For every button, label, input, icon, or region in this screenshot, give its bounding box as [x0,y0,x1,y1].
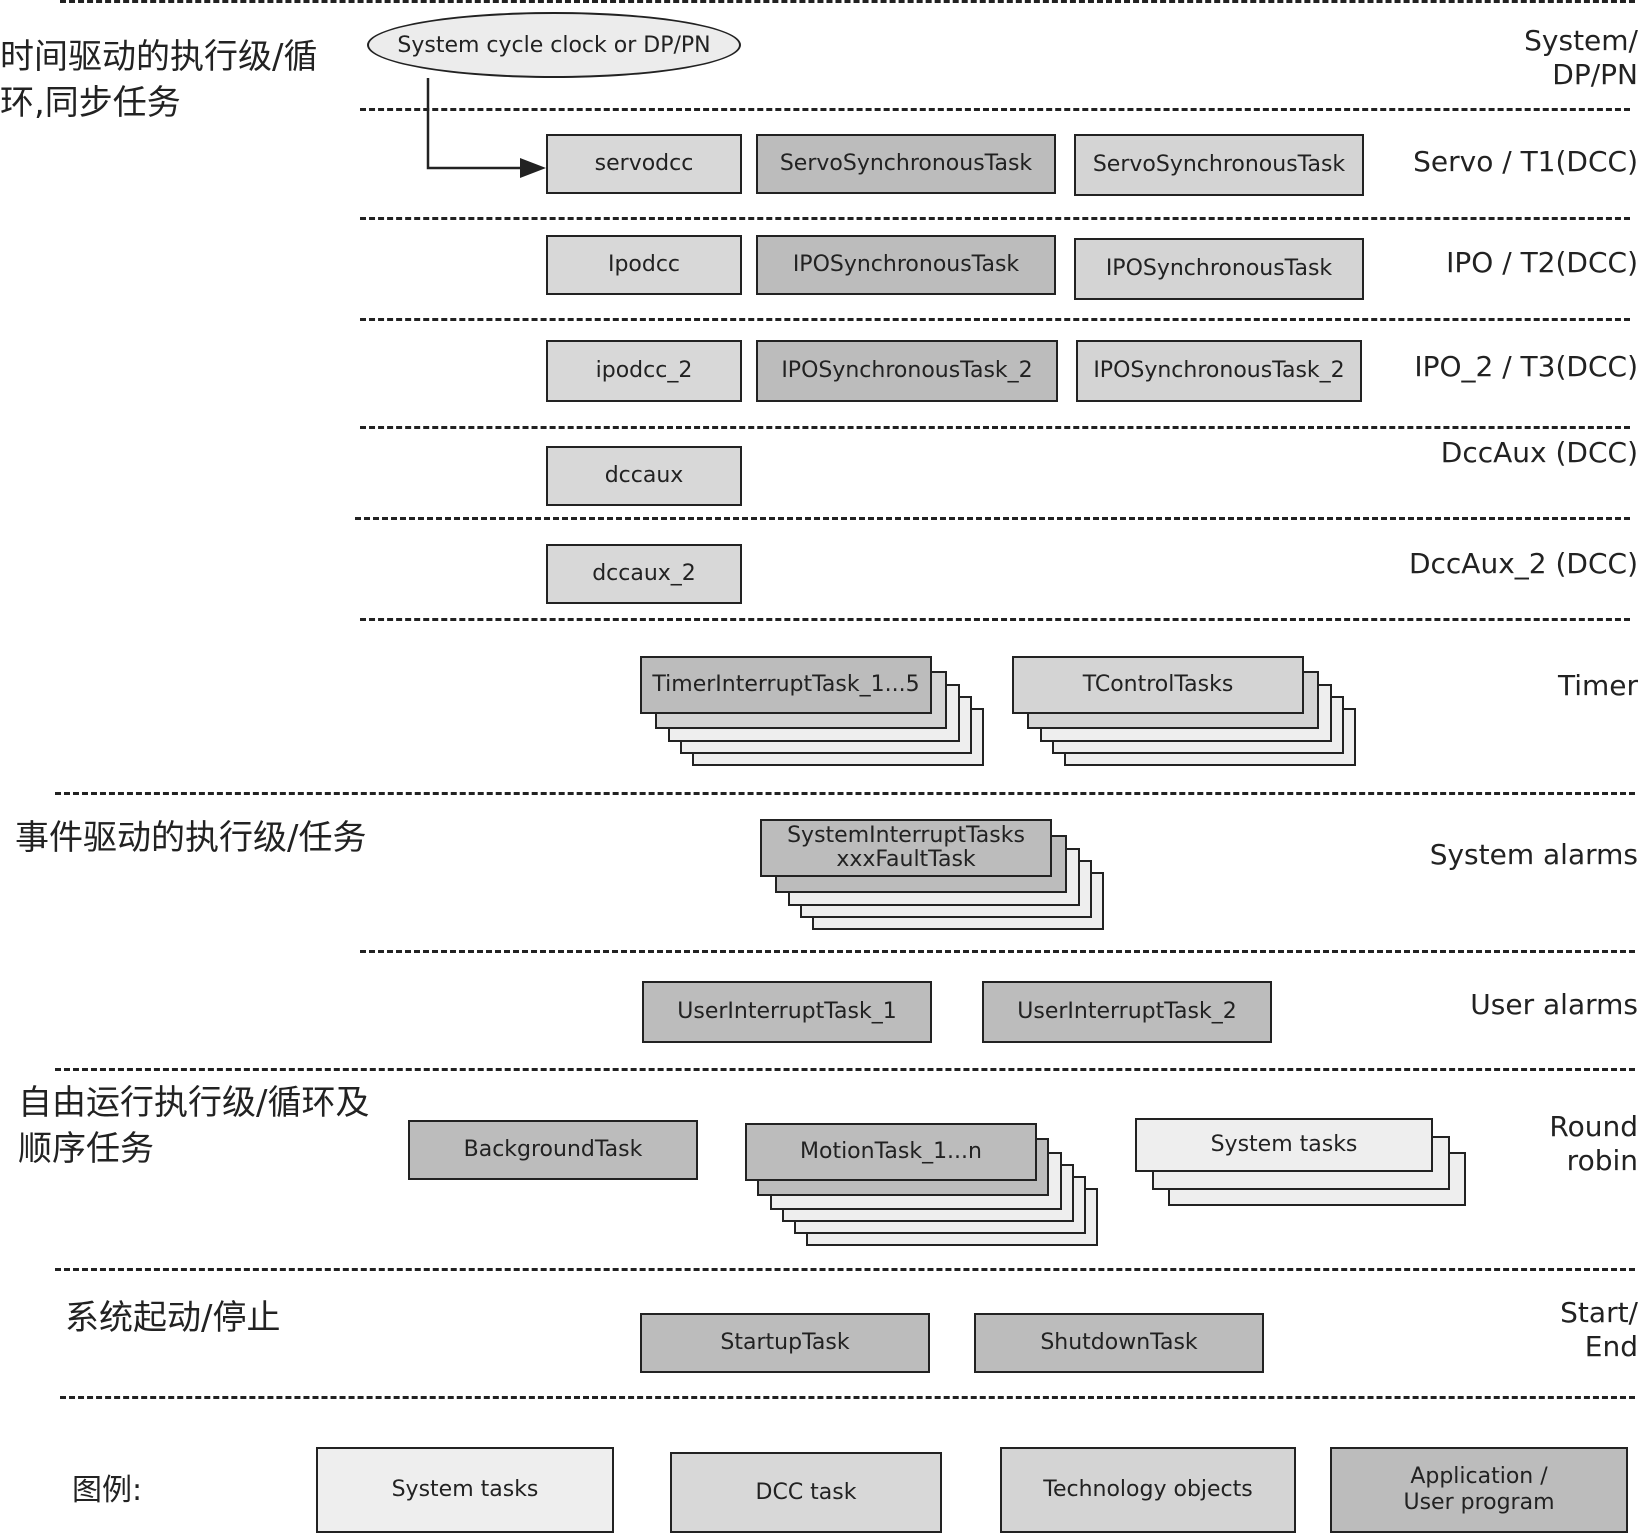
level-label-servo: Servo / T1(DCC) [1413,145,1638,178]
task-background: BackgroundTask [408,1120,698,1180]
separator-time-event [55,792,1635,795]
separator-system-user-alarms [360,950,1635,953]
separator-ipo2-dccaux [360,426,1630,429]
group-label-time-driven: 时间驱动的执行级/循 环,同步任务 [0,37,318,123]
separator-ipo-ipo2 [360,318,1630,321]
task-system-tasks: System tasks [1135,1118,1433,1172]
group-label-system-start: 系统起动/停止 [65,1298,281,1338]
legend-application-user-program: Application / User program [1330,1447,1628,1533]
separator-top [60,0,1635,3]
level-label-round-robin: Round robin [1549,1110,1638,1177]
task-ipo-synchronous-2: IPOSynchronousTask [1074,238,1364,300]
task-user-interrupt-1: UserInterruptTask_1 [642,981,932,1043]
task-shutdown: ShutdownTask [974,1313,1264,1373]
level-label-dccaux2: DccAux_2 (DCC) [1408,547,1638,580]
level-label-system: System/ DP/PN [1524,24,1638,91]
separator-event-free [55,1068,1635,1071]
level-label-timer: Timer [1557,669,1638,702]
separator-free-start [55,1268,1635,1271]
task-servodcc: servodcc [546,134,742,194]
legend-dcc-task: DCC task [670,1452,942,1533]
separator-dccaux-dccaux2 [355,517,1630,520]
group-label-event-driven: 事件驱动的执行级/任务 [15,818,367,858]
task-user-interrupt-2: UserInterruptTask_2 [982,981,1272,1043]
task-motion: MotionTask_1...n [745,1123,1037,1181]
legend-system-tasks: System tasks [316,1447,614,1533]
system-cycle-clock-oval: System cycle clock or DP/PN [367,12,741,78]
separator-servo-ipo [360,217,1630,220]
task-startup: StartupTask [640,1313,930,1373]
task-dccaux-2: dccaux_2 [546,544,742,604]
group-label-free-running: 自由运行执行级/循环及 顺序任务 [18,1083,370,1169]
task-ipo2-synchronous-1: IPOSynchronousTask_2 [756,340,1058,402]
task-system-interrupt: SystemInterruptTasks xxxFaultTask [760,819,1052,877]
task-ipodcc: Ipodcc [546,235,742,295]
task-servo-synchronous-1: ServoSynchronousTask [756,134,1056,194]
level-label-dccaux: DccAux (DCC) [1440,436,1638,469]
legend-technology-objects: Technology objects [1000,1447,1296,1533]
task-dccaux: dccaux [546,446,742,506]
task-timer-interrupt: TimerInterruptTask_1...5 [640,656,932,714]
task-tcontrol: TControlTasks [1012,656,1304,714]
task-ipodcc-2: ipodcc_2 [546,340,742,402]
separator-system-servo [360,108,1630,111]
separator-start-legend [60,1396,1635,1399]
legend-label: 图例: [72,1473,143,1508]
level-label-start-end: Start/ End [1560,1296,1638,1363]
level-label-ipo: IPO / T2(DCC) [1446,246,1638,279]
separator-dccaux2-timer [360,618,1630,621]
level-label-user-alarms: User alarms [1470,988,1638,1021]
level-label-system-alarms: System alarms [1429,838,1638,871]
task-servo-synchronous-2: ServoSynchronousTask [1074,134,1364,196]
task-ipo2-synchronous-2: IPOSynchronousTask_2 [1076,340,1362,402]
task-ipo-synchronous-1: IPOSynchronousTask [756,235,1056,295]
level-label-ipo2: IPO_2 / T3(DCC) [1414,350,1638,383]
